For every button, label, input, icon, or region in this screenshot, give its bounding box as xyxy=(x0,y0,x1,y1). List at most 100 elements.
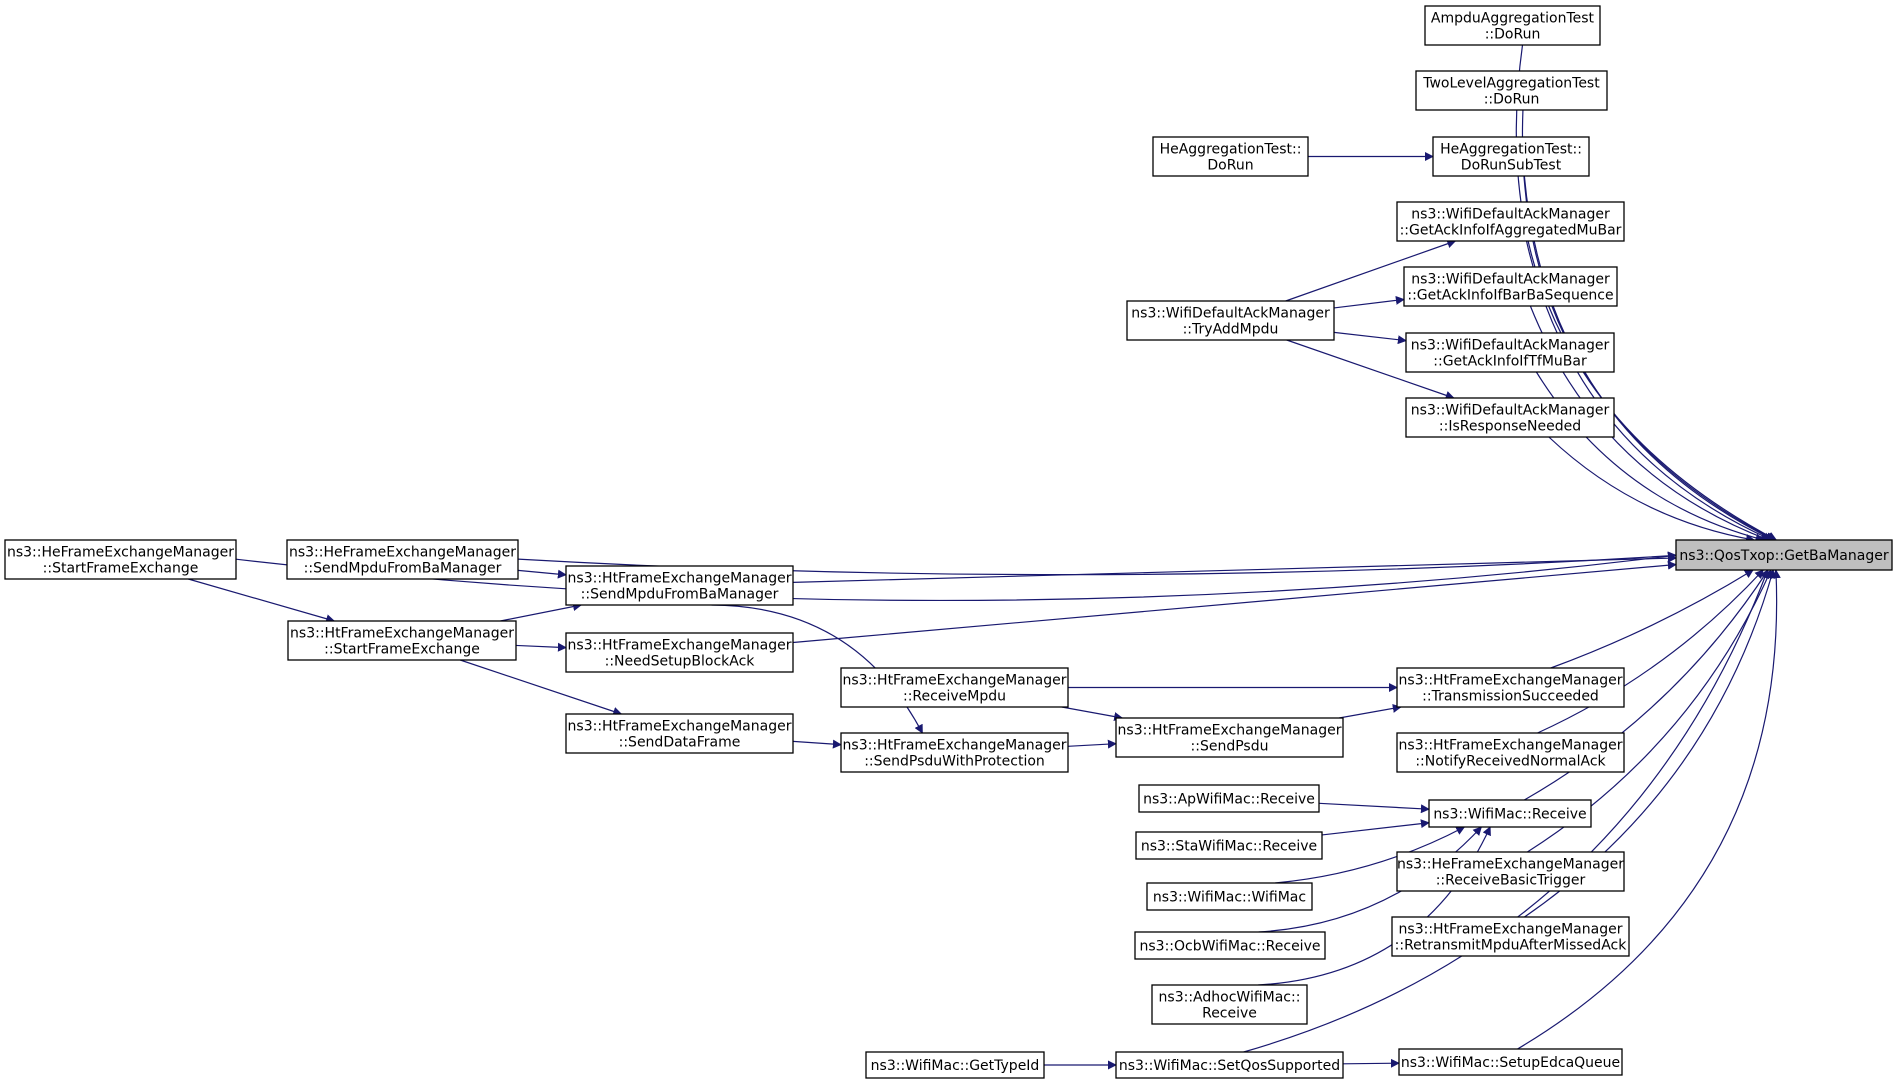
edge-htstart-to-needsetup xyxy=(515,642,567,652)
node-label-line: ::IsResponseNeeded xyxy=(1439,419,1581,435)
node-label-line: ::DoRun xyxy=(1485,27,1541,43)
node-label-line: ::NotifyReceivedNormalAck xyxy=(1415,754,1606,770)
node-label-line: TwoLevelAggregationTest xyxy=(1422,76,1600,92)
node-box xyxy=(1405,332,1615,373)
node-label-line: ::GetAckInfoIfAggregatedMuBar xyxy=(1400,223,1622,239)
node-box xyxy=(1146,882,1313,911)
node-ht-fem-needsetupblockack[interactable]: ns3::HtFrameExchangeManager::NeedSetupBl… xyxy=(565,632,794,673)
edge-respneeded-to-target xyxy=(1548,436,1755,544)
node-ackmanager-getackinfoifbarbasequence[interactable]: ns3::WifiDefaultAckManager::GetAckInfoIf… xyxy=(1403,266,1618,307)
node-box xyxy=(1398,1048,1623,1076)
node-ht-fem-retransmitmpduaftermissedack[interactable]: ns3::HtFrameExchangeManager::RetransmitM… xyxy=(1391,916,1630,957)
edge-setupedca-to-target xyxy=(1517,569,1781,1050)
node-ht-fem-receivempdu[interactable]: ns3::HtFrameExchangeManager::ReceiveMpdu xyxy=(840,667,1069,708)
node-label-line: ::SendPsdu xyxy=(1191,739,1269,755)
node-label-line: ::ReceiveMpdu xyxy=(903,689,1006,705)
node-label-line: ::StartFrameExchange xyxy=(324,642,480,658)
node-label-line: ns3::HtFrameExchangeManager xyxy=(1118,723,1342,739)
node-label-line: ns3::WifiMac::SetupEdcaQueue xyxy=(1401,1055,1620,1071)
node-box xyxy=(565,713,794,754)
node-label-line: ns3::HtFrameExchangeManager xyxy=(1399,738,1623,754)
node-box xyxy=(1134,931,1326,960)
node-he-fem-receivebasictrigger[interactable]: ns3::HeFrameExchangeManager::ReceiveBasi… xyxy=(1396,851,1625,892)
node-label-line: ::SendPsduWithProtection xyxy=(864,754,1045,770)
node-box xyxy=(1432,136,1590,177)
edge-ocbreceive-to-wifireceive xyxy=(1258,826,1482,933)
node-ackmanager-getackinfoiftfmubar[interactable]: ns3::WifiDefaultAckManager::GetAckInfoIf… xyxy=(1405,332,1615,373)
edge-sendpsduprot-to-sendpsdu xyxy=(1067,739,1117,749)
node-label-line: ns3::HtFrameExchangeManager xyxy=(568,719,792,735)
node-he-fem-startframeexchange[interactable]: ns3::HeFrameExchangeManager::StartFrameE… xyxy=(4,539,237,580)
node-label-line: ::GetAckInfoIfTfMuBar xyxy=(1433,354,1587,370)
node-ht-fem-sendpsduwithprotection[interactable]: ns3::HtFrameExchangeManager::SendPsduWit… xyxy=(840,732,1069,773)
node-apwifimac-receive[interactable]: ns3::ApWifiMac::Receive xyxy=(1138,784,1320,813)
edge-senddata-to-sendpsduprot xyxy=(792,739,842,749)
node-wifimac-receive[interactable]: ns3::WifiMac::Receive xyxy=(1428,799,1592,828)
edge-wifictor-to-wifireceive xyxy=(1275,826,1466,884)
node-label-line: ::GetAckInfoIfBarBaSequence xyxy=(1407,288,1613,304)
node-label-line: ns3::WifiMac::SetQosSupported xyxy=(1119,1058,1340,1074)
node-label-line: ns3::WifiDefaultAckManager xyxy=(1411,207,1610,223)
node-label-line: ns3::HtFrameExchangeManager xyxy=(843,673,1067,689)
node-label-line: ns3::WifiDefaultAckManager xyxy=(1411,403,1610,419)
node-box xyxy=(1151,984,1308,1025)
node-ackmanager-isresponseneeded[interactable]: ns3::WifiDefaultAckManager::IsResponseNe… xyxy=(1405,397,1615,438)
node-label-line: ns3::WifiDefaultAckManager xyxy=(1131,306,1330,322)
node-box xyxy=(1115,717,1344,758)
node-box xyxy=(1391,916,1630,957)
node-he-fem-sendmpdufrombamanager[interactable]: ns3::HeFrameExchangeManager::SendMpduFro… xyxy=(286,539,519,580)
node-box xyxy=(1415,70,1608,111)
node-label-line: ns3::HtFrameExchangeManager xyxy=(1399,673,1623,689)
node-label-line: ::TransmissionSucceeded xyxy=(1422,689,1599,705)
node-label-line: ::ReceiveBasicTrigger xyxy=(1436,873,1586,889)
node-box xyxy=(865,1051,1045,1079)
edge-htstart-to-htsendmpdu xyxy=(500,602,582,622)
edge-hestart-to-target xyxy=(235,551,1677,602)
node-box xyxy=(840,667,1069,708)
node-ht-fem-notifyreceivednormalack[interactable]: ns3::HtFrameExchangeManager::NotifyRecei… xyxy=(1396,732,1625,773)
node-ht-fem-sendmpdufrombamanager[interactable]: ns3::HtFrameExchangeManager::SendMpduFro… xyxy=(565,565,794,606)
node-label-line: HeAggregationTest:: xyxy=(1160,142,1302,158)
node-label-line: ns3::WifiDefaultAckManager xyxy=(1411,272,1610,288)
node-ackmanager-tryaddmpdu[interactable]: ns3::WifiDefaultAckManager::TryAddMpdu xyxy=(1126,300,1335,341)
node-box xyxy=(1396,732,1625,773)
node-box xyxy=(1428,799,1592,828)
node-ackmanager-getackinfoifaggregatedmubar[interactable]: ns3::WifiDefaultAckManager::GetAckInfoIf… xyxy=(1396,201,1625,242)
node-ht-fem-sendpsdu[interactable]: ns3::HtFrameExchangeManager::SendPsdu xyxy=(1115,717,1344,758)
node-label-line: ns3::HtFrameExchangeManager xyxy=(568,571,792,587)
node-label-line: ns3::WifiMac::GetTypeId xyxy=(871,1058,1040,1074)
node-qostxop-getbamanager[interactable]: ns3::QosTxop::GetBaManager xyxy=(1675,539,1893,571)
node-adhocwifimac-receive[interactable]: ns3::AdhocWifiMac::Receive xyxy=(1151,984,1308,1025)
node-ht-fem-senddataframe[interactable]: ns3::HtFrameExchangeManager::SendDataFra… xyxy=(565,713,794,754)
node-ht-fem-transmissionsucceeded[interactable]: ns3::HtFrameExchangeManager::Transmissio… xyxy=(1396,667,1625,708)
node-label-line: AmpduAggregationTest xyxy=(1431,11,1595,27)
node-wifimac-setupedcaqueue[interactable]: ns3::WifiMac::SetupEdcaQueue xyxy=(1398,1048,1623,1076)
node-label-line: ns3::OcbWifiMac::Receive xyxy=(1140,939,1321,955)
edge-tryadd-to-ackbarba xyxy=(1333,295,1405,309)
node-label-line: ::StartFrameExchange xyxy=(43,561,199,577)
node-ocbwifimac-receive[interactable]: ns3::OcbWifiMac::Receive xyxy=(1134,931,1326,960)
edge-htstart-to-senddata xyxy=(459,659,623,716)
node-label-line: DoRun xyxy=(1207,158,1253,174)
edge-setqos-to-setupedca xyxy=(1342,1058,1400,1068)
node-wifimac-wifimac[interactable]: ns3::WifiMac::WifiMac xyxy=(1146,882,1313,911)
node-two-level-aggregation-test-dorun[interactable]: TwoLevelAggregationTest::DoRun xyxy=(1415,70,1608,111)
edge-needsetup-to-target xyxy=(792,560,1677,644)
node-he-aggregation-test-dorun[interactable]: HeAggregationTest::DoRun xyxy=(1152,136,1309,177)
node-wifimac-gettypeid[interactable]: ns3::WifiMac::GetTypeId xyxy=(865,1051,1045,1079)
node-wifimac-setqossupported[interactable]: ns3::WifiMac::SetQosSupported xyxy=(1115,1051,1344,1079)
node-box xyxy=(4,539,237,580)
edge-wifireceive-to-target xyxy=(1524,569,1769,801)
edge-sendpsdu-to-txsucc xyxy=(1338,703,1402,719)
node-stawifimac-receive[interactable]: ns3::StaWifiMac::Receive xyxy=(1135,831,1323,860)
node-he-aggregation-test-dorunsubtest[interactable]: HeAggregationTest::DoRunSubTest xyxy=(1432,136,1590,177)
node-box xyxy=(1675,539,1893,571)
node-ampdu-aggregation-test-dorun[interactable]: AmpduAggregationTest::DoRun xyxy=(1424,5,1601,46)
node-label-line: HeAggregationTest:: xyxy=(1440,142,1582,158)
edge-stareceive-to-wifireceive xyxy=(1321,819,1430,836)
edge-notifynormal-to-target xyxy=(1537,569,1764,734)
node-ht-fem-startframeexchange[interactable]: ns3::HtFrameExchangeManager::StartFrameE… xyxy=(287,620,517,661)
node-label-line: ns3::StaWifiMac::Receive xyxy=(1141,839,1317,855)
node-box xyxy=(1115,1051,1344,1079)
edge-apreceive-to-wifireceive xyxy=(1318,802,1430,814)
